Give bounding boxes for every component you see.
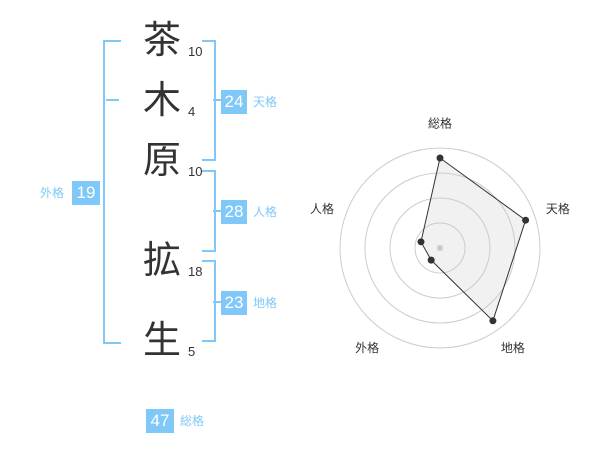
stroke-count-4: 18 — [188, 264, 203, 279]
radar-point-4 — [427, 256, 435, 264]
tenkaku-value: 24 — [221, 90, 247, 114]
chikaku-label: 地格 — [253, 296, 278, 310]
jinkaku-label: 人格 — [253, 205, 278, 219]
radar-axis-label-5: 人格 — [310, 201, 334, 216]
radar-series-area — [420, 157, 527, 322]
name-char-5: 生 — [142, 318, 181, 362]
name-char-4: 拡 — [142, 238, 181, 282]
gaikaku-bracket — [103, 40, 121, 344]
gaikaku-label: 外格 — [40, 186, 65, 200]
jinkaku-value: 28 — [221, 200, 247, 224]
name-char-1: 茶 — [142, 18, 181, 62]
radar-axis-label-4: 外格 — [355, 340, 379, 355]
soukaku-label: 総格 — [180, 414, 205, 428]
soukaku-value: 47 — [146, 409, 174, 433]
name-char-3: 原 — [142, 138, 181, 182]
stroke-count-1: 10 — [188, 44, 203, 59]
radar-axis-label-2: 天格 — [546, 201, 570, 216]
gaikaku-bracket-tick — [106, 99, 119, 101]
gaikaku-value: 19 — [72, 181, 100, 205]
stroke-count-2: 4 — [188, 104, 196, 119]
chikaku-bracket-tick — [213, 301, 221, 303]
stroke-count-5: 5 — [188, 344, 196, 359]
radar-point-3 — [489, 317, 497, 325]
tenkaku-bracket-tick — [213, 99, 221, 101]
radar-ring — [339, 147, 541, 349]
radar-center — [437, 245, 443, 251]
jinkaku-bracket-tick — [213, 210, 221, 212]
radar-point-2 — [522, 216, 530, 224]
radar-ring — [414, 222, 466, 274]
radar-ring — [364, 172, 516, 324]
radar-axis-label-1: 総格 — [428, 116, 452, 131]
radar-point-1 — [436, 154, 444, 162]
name-char-2: 木 — [142, 78, 181, 122]
radar-axis-label-3: 地格 — [501, 340, 525, 355]
tenkaku-label: 天格 — [253, 95, 278, 109]
radar-ring — [389, 197, 491, 299]
radar-point-5 — [417, 238, 425, 246]
chikaku-value: 23 — [221, 291, 247, 315]
stroke-count-3: 10 — [188, 164, 203, 179]
